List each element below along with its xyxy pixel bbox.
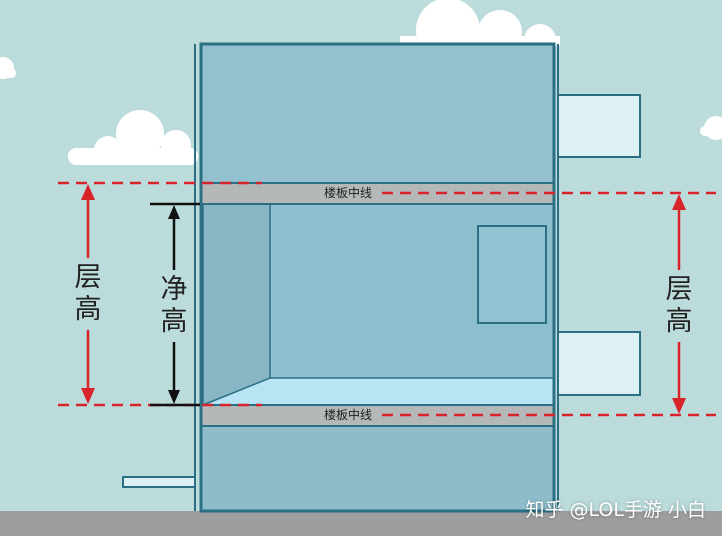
left-ledge [122,476,196,488]
watermark: 知乎 @LOL手游 小白 [525,499,706,521]
lower-slab-centerline-label: 楼板中线 [322,408,375,422]
room-left-wall [202,203,271,407]
lower-slab [200,404,555,427]
cloud-far-left [0,57,16,79]
floor-height-right-char-2: 高 [665,306,693,337]
lower-side-box [557,331,641,396]
clear-height-char-2: 高 [160,306,188,337]
ground [0,511,722,536]
upper-slab-centerline-label: 楼板中线 [322,186,375,200]
floor-height-char-2: 高 [74,294,102,325]
cloud-right [700,116,722,140]
floor-height-right-char-1: 层 [665,274,693,305]
floor-height-char-1: 层 [74,262,102,293]
upper-side-box [557,94,641,158]
clear-height-char-1: 净 [160,274,188,305]
floor-height-label-right: 层 高 [662,270,696,342]
clear-height-label: 净 高 [157,270,191,342]
upper-slab [200,182,555,205]
building-outline [199,42,556,513]
window [477,225,547,324]
upper-floor [201,44,554,183]
floor-height-label-left: 层 高 [71,258,105,330]
cloud-left [68,110,198,165]
